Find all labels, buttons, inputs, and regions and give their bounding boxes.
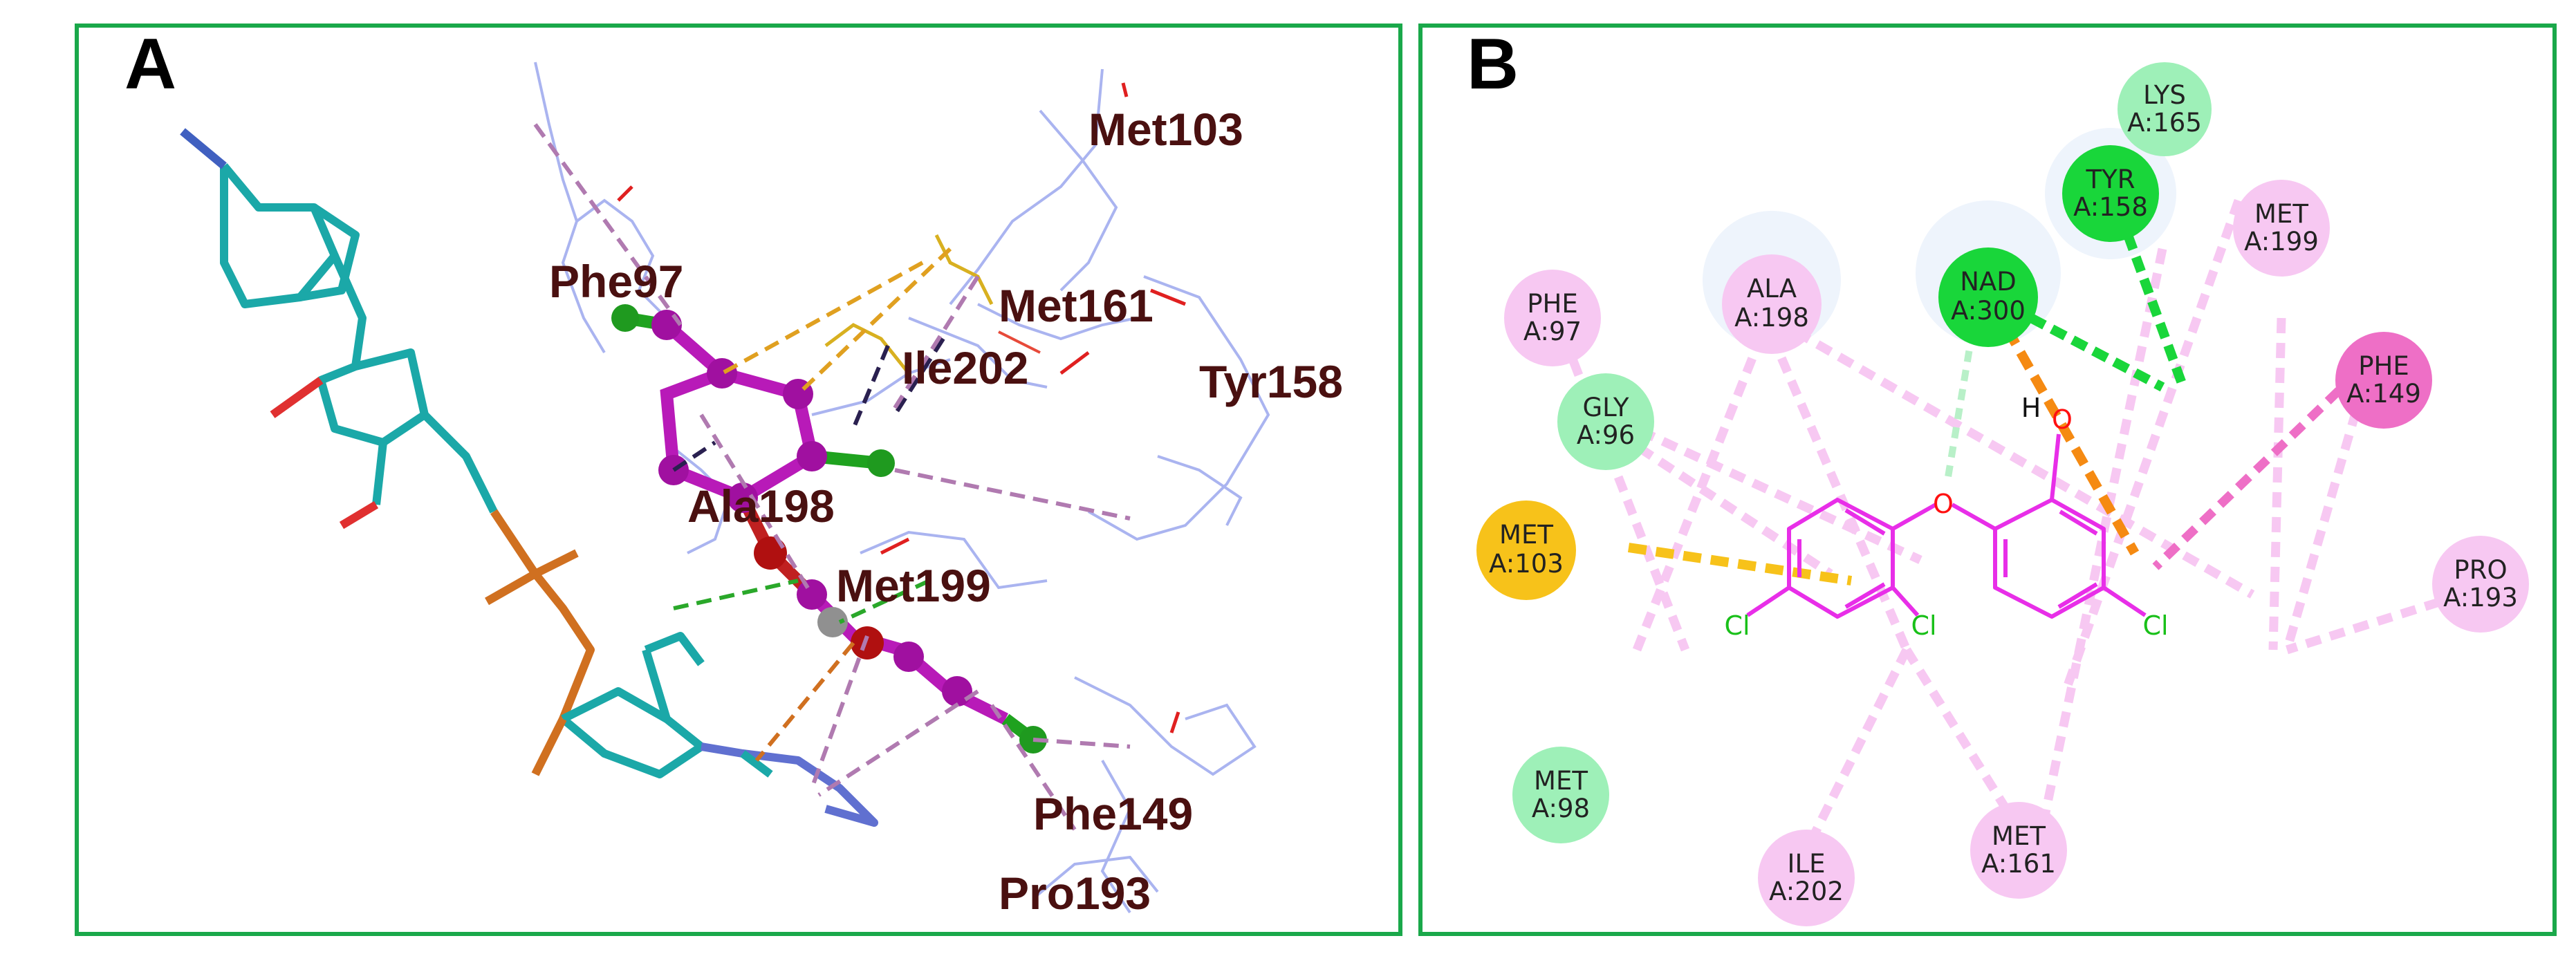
residue-met98: MET A:98 [1512,747,1609,843]
panel-a-letter: A [124,24,177,104]
svg-text:GLY: GLY [1583,393,1629,422]
panel-a-3d-binding-pose: A [75,24,1402,936]
residue-label-met103: Met103 [1088,104,1243,155]
interaction-lines [1550,198,2465,845]
residue-ala198: ALA A:198 [1722,254,1822,354]
svg-text:TYR: TYR [2086,165,2135,194]
svg-text:A:198: A:198 [1734,303,1809,333]
svg-text:NAD: NAD [1960,267,2016,297]
svg-text:MET: MET [1992,821,2046,851]
svg-text:A:165: A:165 [2127,108,2202,138]
residue-label-ile202: Ile202 [902,342,1029,393]
atom-label-chlorine-1: Cl [1724,610,1750,641]
svg-text:PHE: PHE [1527,289,1578,319]
ligand-ball-and-stick [611,304,1047,754]
svg-text:A:97: A:97 [1523,317,1582,346]
svg-text:A:98: A:98 [1532,794,1590,823]
atom-label-oxygen-ether: O [1933,489,1954,519]
protein-wireframe [534,62,1270,914]
svg-text:A:202: A:202 [1769,877,1844,906]
residue-label-phe97: Phe97 [549,256,683,307]
svg-text:A:193: A:193 [2443,583,2518,612]
panel-a-3d-structure: Met103 Phe97 Met161 Ile202 Tyr158 Ala198… [180,62,1343,919]
svg-text:PRO: PRO [2454,555,2507,585]
residue-lys165: LYS A:165 [2118,62,2212,156]
atom-label-oxygen-hydroxyl: O [2052,404,2073,435]
panel-b-2d-interaction-diagram: B [1418,24,2557,936]
svg-text:A:199: A:199 [2244,227,2319,256]
atom-label-hydrogen: H [2021,393,2041,423]
panel-b-2d-diagram: O O H Cl Cl Cl LYS A:165 TYR A:158 MET A… [1476,62,2529,926]
nad-cofactor-sticks [180,128,878,827]
residue-pro193: PRO A:193 [2432,536,2529,633]
residue-met103: MET A:103 [1476,501,1576,600]
residue-label-phe149: Phe149 [1033,788,1193,839]
residue-nad300: NAD A:300 [1938,247,2038,347]
residue-label-ala198: Ala198 [687,480,835,532]
svg-text:A:103: A:103 [1489,549,1564,579]
residue-met199: MET A:199 [2233,180,2330,277]
svg-text:A:158: A:158 [2073,192,2148,222]
atom-label-chlorine-3: Cl [2142,610,2168,641]
interaction-dashes [533,123,1131,831]
svg-text:A:161: A:161 [1981,849,2056,879]
residue-label-tyr158: Tyr158 [1199,356,1343,407]
atom-label-chlorine-2: Cl [1911,610,1936,641]
panel-b-letter: B [1467,24,1519,104]
ligand-skeleton [1746,433,2147,619]
residue-ile202: ILE A:202 [1758,830,1855,926]
residue-met161: MET A:161 [1970,802,2067,899]
svg-text:MET: MET [1499,520,1553,550]
residue-tyr158: TYR A:158 [2062,145,2159,242]
svg-text:MET: MET [1534,766,1588,796]
svg-text:LYS: LYS [2143,80,2186,110]
svg-text:PHE: PHE [2358,351,2409,381]
svg-text:MET: MET [2254,199,2308,229]
residue-gly96: GLY A:96 [1557,373,1654,470]
residue-label-met199: Met199 [836,560,991,611]
residue-label-pro193: Pro193 [999,868,1151,919]
svg-text:A:96: A:96 [1577,420,1635,450]
svg-text:A:149: A:149 [2346,379,2421,409]
svg-text:ILE: ILE [1788,849,1826,879]
residue-label-met161: Met161 [999,280,1153,331]
svg-text:A:300: A:300 [1951,296,2026,326]
residue-phe97: PHE A:97 [1504,270,1601,366]
residue-phe149: PHE A:149 [2335,332,2432,429]
svg-text:ALA: ALA [1747,274,1797,303]
